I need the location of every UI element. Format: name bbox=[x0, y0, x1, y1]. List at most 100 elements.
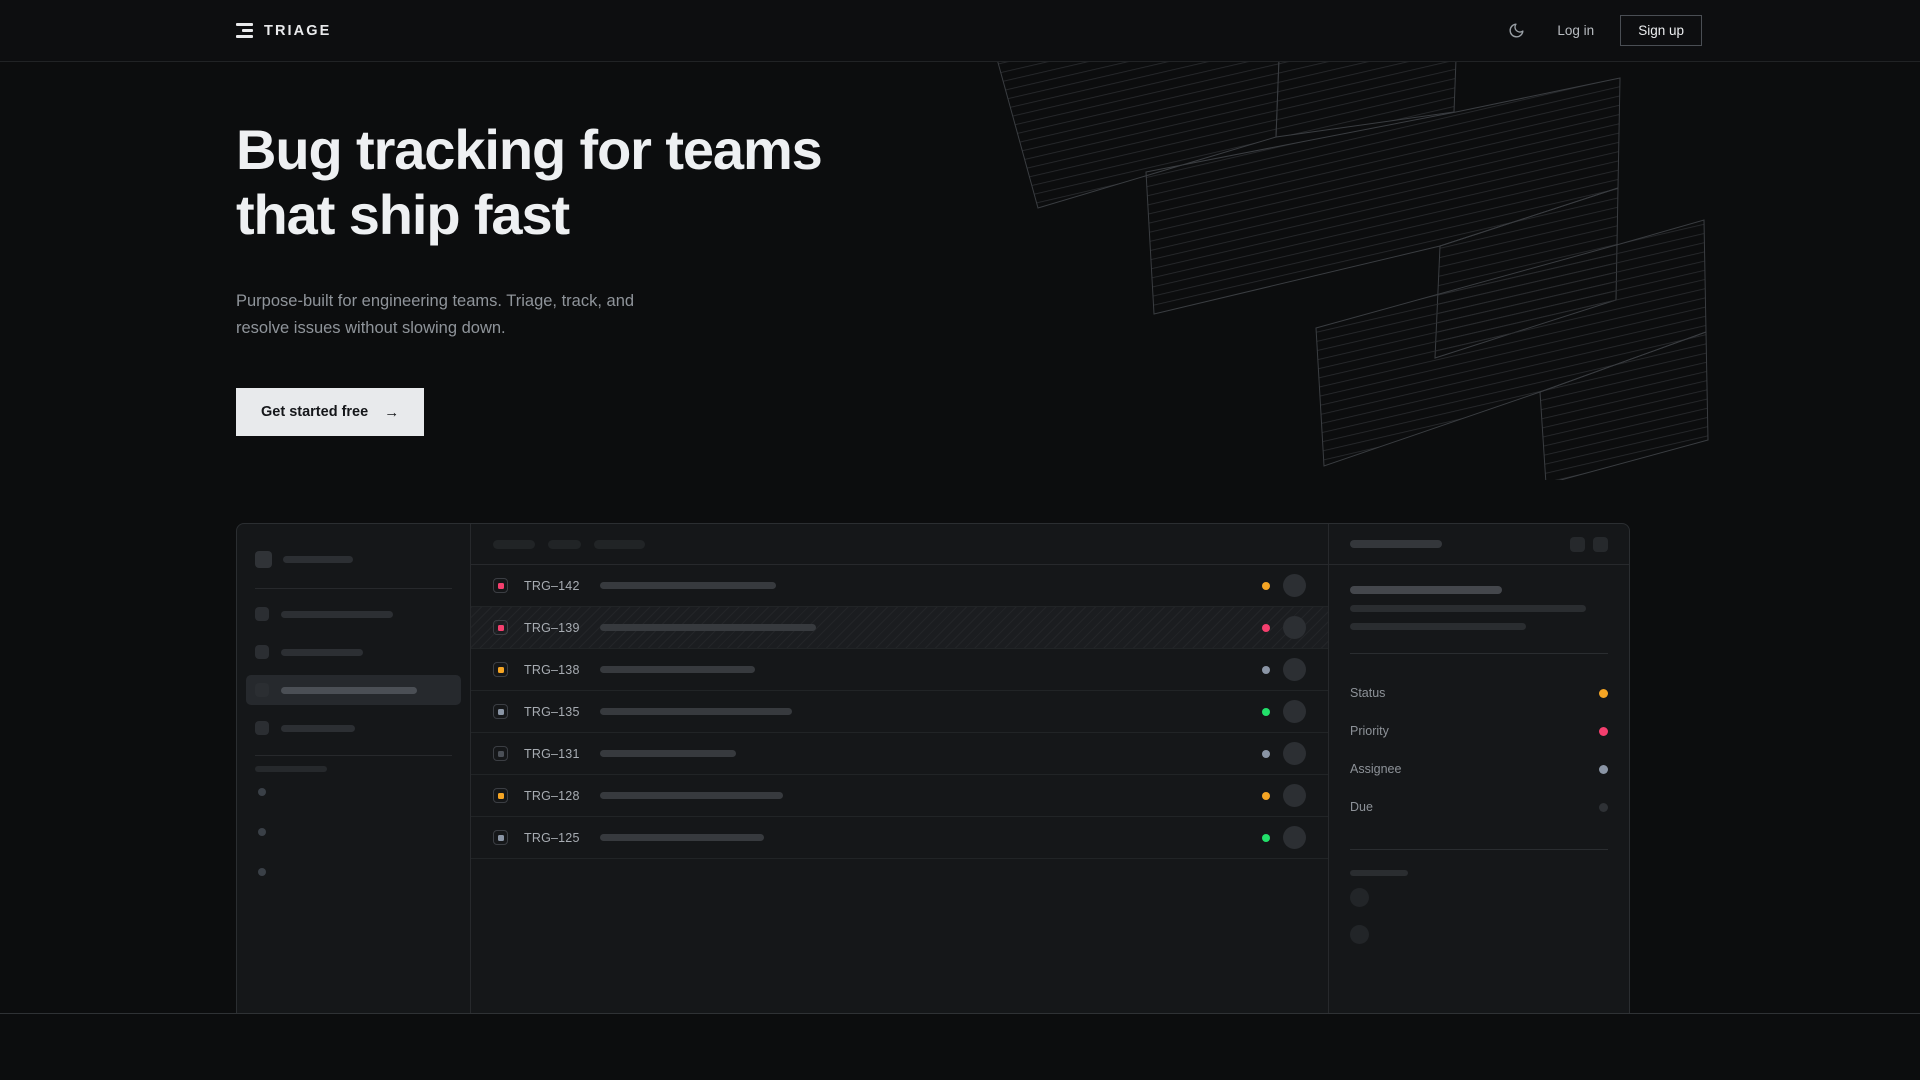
issue-id: TRG–135 bbox=[524, 704, 580, 719]
mock-sidebar-item-1[interactable] bbox=[246, 599, 461, 629]
status-dot bbox=[1262, 833, 1270, 842]
detail-action-2[interactable] bbox=[1593, 536, 1608, 552]
detail-header-buttons bbox=[1570, 536, 1608, 552]
detail-activity-avatars bbox=[1350, 888, 1608, 944]
detail-action-1[interactable] bbox=[1570, 536, 1585, 552]
mock-issue-row[interactable]: TRG–135 bbox=[471, 691, 1328, 733]
issue-id: TRG–125 bbox=[524, 830, 580, 845]
priority-icon bbox=[493, 830, 508, 845]
detail-title-placeholder bbox=[1350, 540, 1442, 548]
get-started-button[interactable]: Get started free → bbox=[236, 388, 425, 437]
assignee-avatar[interactable] bbox=[1283, 784, 1306, 807]
detail-meta-priority[interactable]: Priority bbox=[1350, 712, 1608, 750]
issue-title-placeholder bbox=[600, 792, 783, 799]
meta-label: Assignee bbox=[1350, 762, 1402, 776]
status-dot bbox=[1262, 623, 1270, 632]
meta-label: Due bbox=[1350, 800, 1373, 814]
mock-issue-row[interactable]: TRG–125 bbox=[471, 817, 1328, 859]
detail-activity-avatar-2[interactable] bbox=[1350, 925, 1369, 944]
detail-meta-due[interactable]: Due bbox=[1350, 788, 1608, 826]
sidebar-item-icon bbox=[255, 721, 269, 735]
status-dot bbox=[1262, 791, 1270, 800]
signup-button[interactable]: Sign up bbox=[1620, 14, 1702, 47]
meta-value-dot bbox=[1599, 726, 1608, 736]
mock-sidebar-footer-items bbox=[255, 788, 452, 876]
assignee-avatar[interactable] bbox=[1283, 658, 1306, 681]
workspace-name-placeholder bbox=[283, 555, 353, 563]
detail-activity-avatar-1[interactable] bbox=[1350, 888, 1369, 907]
mock-sidebar-item-4[interactable] bbox=[246, 713, 461, 743]
mock-list-toolbar bbox=[471, 524, 1328, 565]
meta-label: Status bbox=[1350, 686, 1386, 700]
get-started-label: Get started free bbox=[261, 404, 369, 421]
detail-meta-assignee[interactable]: Assignee bbox=[1350, 750, 1608, 788]
issue-id: TRG–138 bbox=[524, 662, 580, 677]
issue-id: TRG–139 bbox=[524, 620, 580, 635]
hero-headline: Bug tracking for teams that ship fast bbox=[236, 118, 823, 246]
brand-name: TRIAGE bbox=[264, 22, 332, 39]
mock-issue-row[interactable]: TRG–138 bbox=[471, 649, 1328, 691]
header-actions: Log in Sign up bbox=[1501, 14, 1702, 47]
priority-icon bbox=[493, 578, 508, 593]
detail-meta-status[interactable]: Status bbox=[1350, 674, 1608, 712]
sidebar-item-label-placeholder bbox=[281, 724, 355, 732]
status-dot bbox=[1262, 749, 1270, 758]
mock-sidebar bbox=[237, 524, 471, 1013]
sidebar-divider-top bbox=[255, 588, 452, 589]
mock-toolbar-control-2[interactable] bbox=[548, 539, 581, 549]
mock-sidebar-footer-dot-2[interactable] bbox=[258, 828, 266, 836]
issue-id: TRG–131 bbox=[524, 746, 580, 761]
assignee-avatar[interactable] bbox=[1283, 742, 1306, 765]
assignee-avatar[interactable] bbox=[1283, 826, 1306, 849]
detail-description-placeholder bbox=[1350, 605, 1608, 630]
hero-section: Bug tracking for teams that ship fast Pu… bbox=[236, 118, 823, 437]
issue-title-placeholder bbox=[600, 834, 764, 841]
section-divider bbox=[0, 1013, 1920, 1014]
mock-sidebar-footer-dot-3[interactable] bbox=[258, 868, 266, 876]
detail-divider-1 bbox=[1350, 653, 1608, 654]
status-dot bbox=[1262, 707, 1270, 716]
sidebar-item-icon bbox=[255, 645, 269, 659]
issue-row-meta bbox=[1262, 616, 1306, 639]
mock-issue-row[interactable]: TRG–128 bbox=[471, 775, 1328, 817]
issue-title-placeholder bbox=[600, 666, 755, 673]
mock-issue-row[interactable]: TRG–131 bbox=[471, 733, 1328, 775]
mock-sidebar-item-2[interactable] bbox=[246, 637, 461, 667]
hero-subheadline: Purpose-built for engineering teams. Tri… bbox=[236, 291, 635, 337]
detail-description-line-1 bbox=[1350, 605, 1586, 612]
priority-icon bbox=[493, 620, 508, 635]
issue-row-meta bbox=[1262, 784, 1306, 807]
priority-icon bbox=[493, 704, 508, 719]
mock-issue-row[interactable]: TRG–142 bbox=[471, 565, 1328, 607]
mock-toolbar-control-3[interactable] bbox=[594, 539, 645, 549]
assignee-avatar[interactable] bbox=[1283, 574, 1306, 597]
arrow-right-icon: → bbox=[384, 403, 400, 421]
meta-value-dot bbox=[1599, 764, 1608, 774]
mock-sidebar-item-3[interactable] bbox=[246, 675, 461, 705]
issue-title-placeholder bbox=[600, 750, 736, 757]
mock-workspace-switcher[interactable] bbox=[255, 542, 452, 576]
sidebar-section-label-placeholder bbox=[255, 766, 327, 772]
decorative-ribbon-graphic bbox=[993, 40, 1709, 480]
priority-icon bbox=[493, 788, 508, 803]
assignee-avatar[interactable] bbox=[1283, 700, 1306, 723]
site-header: TRIAGE Log in Sign up bbox=[0, 0, 1920, 62]
issue-row-meta bbox=[1262, 742, 1306, 765]
brand-logo[interactable]: TRIAGE bbox=[236, 23, 331, 39]
moon-icon[interactable] bbox=[1501, 16, 1531, 46]
mock-detail-header bbox=[1329, 524, 1629, 565]
detail-issue-title-placeholder bbox=[1350, 586, 1502, 594]
issue-title-placeholder bbox=[600, 582, 776, 589]
mock-sidebar-footer-dot-1[interactable] bbox=[258, 788, 266, 796]
sidebar-item-label-placeholder bbox=[281, 610, 393, 618]
mock-toolbar-control-1[interactable] bbox=[493, 539, 535, 549]
priority-icon bbox=[493, 746, 508, 761]
status-dot bbox=[1262, 665, 1270, 674]
mock-issue-row[interactable]: TRG–139 bbox=[471, 607, 1328, 649]
assignee-avatar[interactable] bbox=[1283, 616, 1306, 639]
login-link[interactable]: Log in bbox=[1557, 23, 1595, 38]
